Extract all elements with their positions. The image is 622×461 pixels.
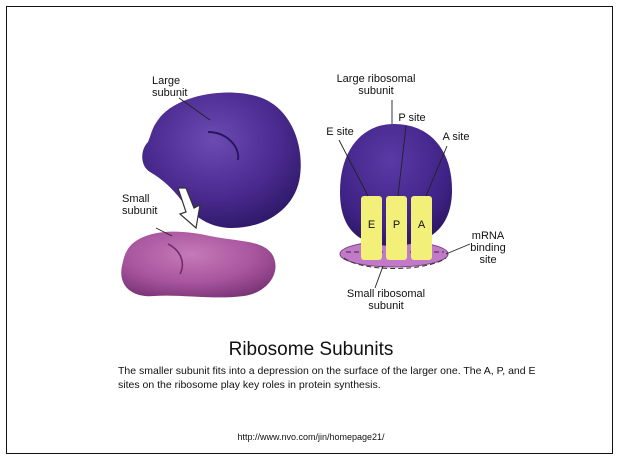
source-link[interactable]: http://www.nvo.com/jin/homepage21/ [0, 432, 622, 442]
a-slot-letter: A [411, 219, 432, 231]
large-subunit-label: Large subunit [152, 75, 187, 99]
large-subunit-shape [142, 93, 301, 228]
small-ribosomal-subunit-label: Small ribosomal subunit [326, 288, 446, 312]
p-slot-letter: P [386, 219, 407, 231]
e-slot-letter: E [361, 219, 382, 231]
figure-caption: The smaller subunit fits into a depressi… [118, 364, 538, 392]
figure-title: Ribosome Subunits [0, 339, 622, 361]
e-site-label: E site [320, 126, 360, 138]
a-site-label: A site [436, 131, 476, 143]
p-site-label: P site [392, 112, 432, 124]
large-ribosomal-subunit-label: Large ribosomal subunit [316, 73, 436, 97]
small-subunit-label: Small subunit [122, 193, 157, 217]
small-subunit-shape [121, 232, 275, 298]
mrna-binding-site-label: mRNA binding site [462, 230, 514, 266]
